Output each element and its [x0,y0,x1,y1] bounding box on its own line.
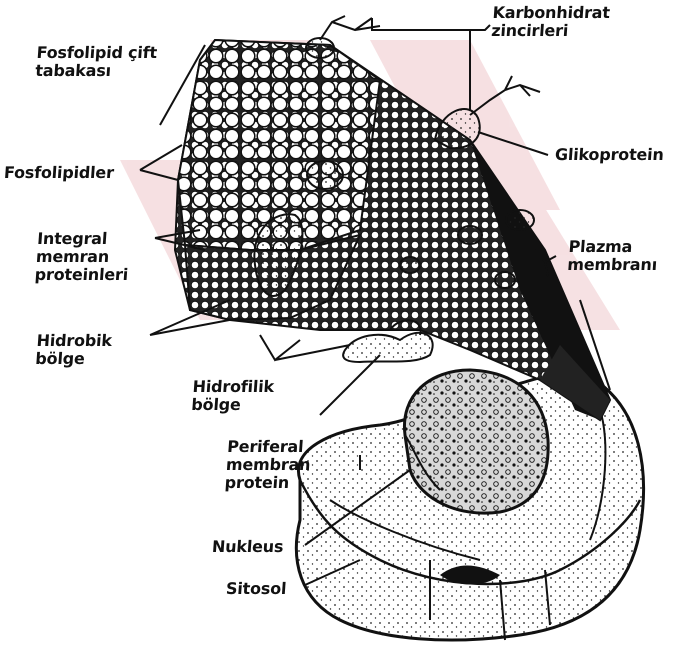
nucleus [404,370,548,513]
label-line: Karbonhidrat [492,4,610,22]
label-sitosol: Sitosol [225,580,287,598]
label-line: Sitosol [225,580,287,598]
label-periferal-membran-protein: Periferal membran protein [224,438,312,492]
label-line: Hidrobik [36,332,112,350]
label-integral-membran-proteinleri: Integral memran proteinleri [34,230,131,284]
label-line: bölge [191,396,274,414]
label-line: proteinleri [34,266,128,284]
label-line: Periferal [227,438,313,456]
label-line: zincirleri [491,22,609,40]
label-fosfolipidler: Fosfolipidler [3,164,114,182]
label-line: Nukleus [211,538,284,556]
label-nukleus: Nukleus [211,538,284,556]
label-line: membranı [567,256,658,274]
label-line: memran [35,248,129,266]
label-line: Plazma [568,238,659,256]
label-line: tabakası [35,62,157,80]
label-line: bölge [35,350,111,368]
label-hidrofilik-bolge: Hidrofilik bölge [191,378,275,414]
label-glikoprotein: Glikoprotein [554,146,664,164]
label-line: Integral [37,230,131,248]
label-karbonhidrat-zincirleri: Karbonhidrat zincirleri [491,4,611,40]
label-line: membran [225,456,311,474]
label-line: Fosfolipid çift [36,44,158,62]
label-hidrobik-bolge: Hidrobik bölge [35,332,113,368]
label-line: Fosfolipidler [3,164,114,182]
label-fosfolipid-cift-tabakasi: Fosfolipid çift tabakası [35,44,158,80]
label-plazma-membrani: Plazma membranı [567,238,659,274]
label-line: Hidrofilik [192,378,275,396]
label-line: protein [224,474,310,492]
label-line: Glikoprotein [554,146,664,164]
